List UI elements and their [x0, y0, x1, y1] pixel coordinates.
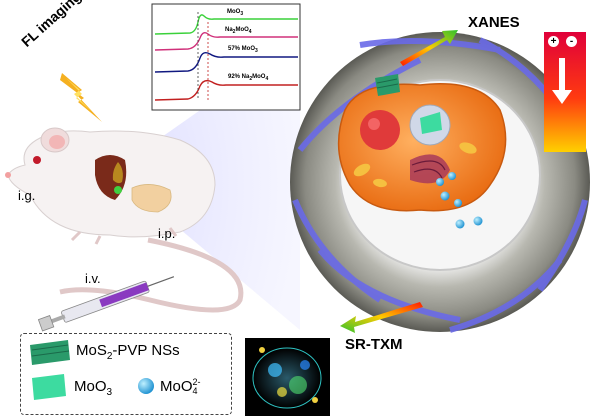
spectrum-label-na2moo4: Na2MoO4 [225, 27, 252, 36]
lightning-icon [60, 73, 102, 122]
moo3-icon [32, 374, 66, 400]
spectrum-na2moo4 [154, 31, 298, 51]
spectrum-label-57-moo3: 57% MoO3 [228, 46, 258, 55]
spectrum-moo3 [154, 14, 298, 35]
cell-icon [337, 74, 507, 229]
xanes-spectra-inset [151, 3, 301, 111]
plus-sign: + [548, 36, 559, 47]
spectrum-label-92-na2moo4: 92% Na2MoO4 [228, 74, 269, 83]
route-ig-label: i.g. [18, 188, 36, 203]
mos2-nanosheet-icon [30, 340, 70, 365]
mitochondria-icon [459, 142, 477, 154]
nucleus-icon [360, 110, 400, 150]
spectrum-57-moo3 [154, 51, 298, 73]
spectrum-label-moo3: MoO3 [227, 9, 244, 18]
minus-sign: - [566, 36, 577, 47]
route-ip-label: i.p. [158, 226, 176, 241]
legend-item-mos2-pvp: MoS2-PVP NSs [76, 342, 180, 362]
mouse-icon [5, 127, 244, 313]
syringe-icon [37, 276, 175, 332]
route-iv-label: i.v. [85, 271, 101, 286]
xanes-arrow-icon [400, 30, 458, 66]
spectrum-92-na2moo4 [154, 79, 298, 101]
srtxm-image [245, 338, 330, 416]
gradient-bar [544, 32, 586, 152]
legend-item-moo3: MoO3 [74, 378, 113, 398]
srtxm-arrow-icon [340, 302, 423, 333]
moo4-ion-icon [138, 378, 154, 394]
xanes-label: XANES [468, 14, 520, 31]
sr-txm-label: SR-TXM [345, 336, 403, 353]
legend [20, 333, 232, 415]
